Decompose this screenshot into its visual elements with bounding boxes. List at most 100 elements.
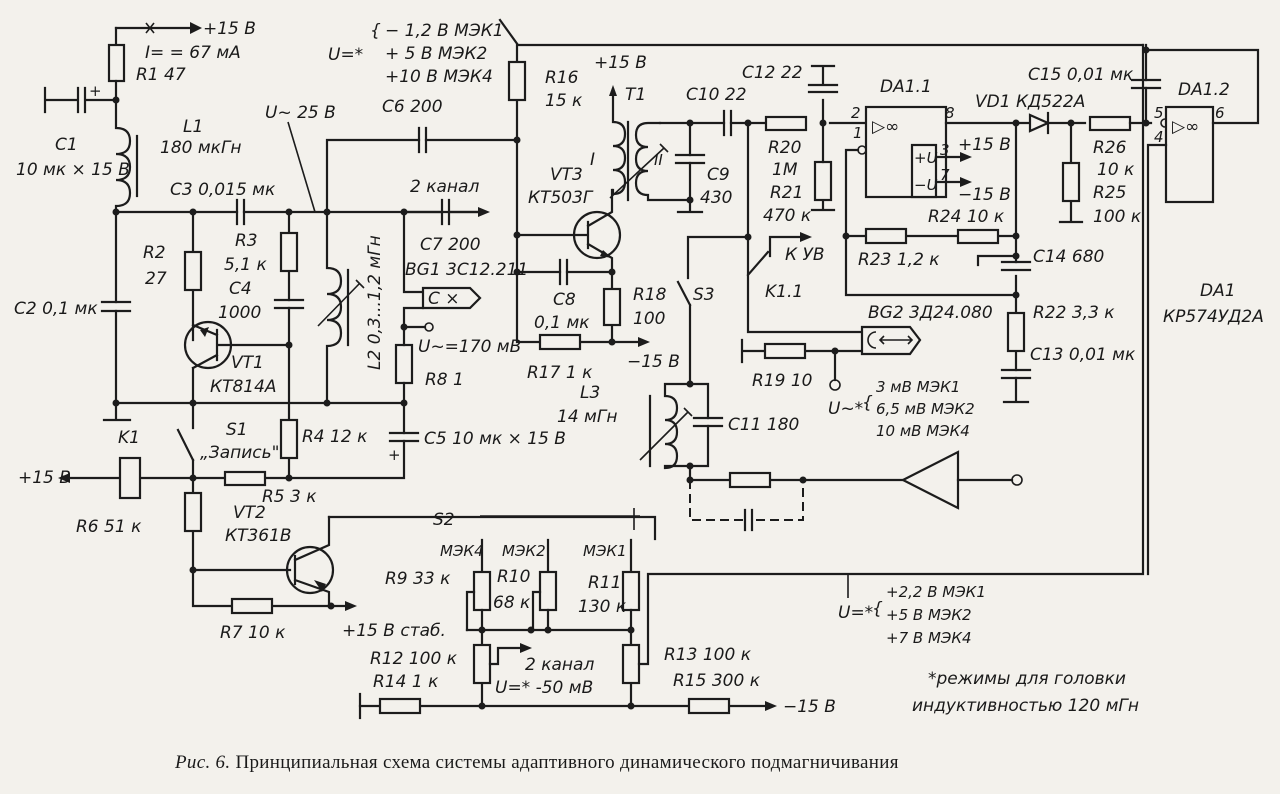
label-pin3: 3 <box>940 141 950 159</box>
label-c9-name: C9 <box>707 165 730 185</box>
svg-text:C ×: C × <box>428 289 460 309</box>
label-pin7: 7 <box>940 166 950 184</box>
resistor-r2 <box>183 250 203 292</box>
label-plus-u: +U <box>914 149 938 167</box>
label-bias-bottom-2: +7 В МЭК4 <box>886 629 972 647</box>
capacitor-c6 <box>417 126 428 154</box>
label-c1-value: 10 мк × 15 В <box>16 160 130 180</box>
capacitor-c11 <box>688 382 710 468</box>
label-r15: R15 300 к <box>673 671 761 691</box>
resistor-r15 <box>687 697 731 715</box>
capacitor-c1: + <box>43 82 118 114</box>
label-r18-value: 100 <box>633 309 665 329</box>
label-bias-bottom-0: +2,2 В МЭК1 <box>886 583 986 601</box>
label-bias-top-1: + 5 В МЭК2 <box>385 44 487 64</box>
label-u25: U~ 25 В <box>265 103 336 123</box>
label-r21-name: R21 <box>770 183 803 203</box>
label-l1-name: L1 <box>183 117 203 137</box>
label-vd1: VD1 КД522А <box>975 92 1085 112</box>
diode-vd1 <box>1015 111 1087 135</box>
label-r24: R24 10 к <box>928 207 1005 227</box>
potentiometer-r24 <box>956 228 1000 245</box>
label-opamp-symbol-1: ▷∞ <box>872 117 899 137</box>
brace-bottom: { <box>872 599 883 619</box>
label-l3-name: L3 <box>580 383 600 403</box>
label-l3-value: 14 мГн <box>557 407 617 427</box>
label-da1-2: DA1.2 <box>1178 80 1230 100</box>
label-r7: R7 10 к <box>220 623 286 643</box>
label-vt2-type: КТ361В <box>225 526 292 546</box>
resistor-r7 <box>230 597 274 615</box>
label-r6: R6 51 к <box>76 517 142 537</box>
inductor-l1 <box>114 98 139 214</box>
relay-coil-k1 <box>118 456 142 500</box>
resistor-r25 <box>1061 161 1081 203</box>
record-head-bg1: C × <box>421 286 482 310</box>
label-r2-value: 27 <box>145 269 167 289</box>
label-c3: C3 0,015 мк <box>170 180 276 200</box>
resistor-r6 <box>183 491 203 533</box>
label-plus15-top: +15 В <box>203 19 256 39</box>
label-r10-value: 68 к <box>493 593 531 613</box>
label-rec-1: 6,5 мВ МЭК2 <box>876 400 975 418</box>
label-plus15-t1: +15 В <box>594 53 647 73</box>
label-r26-name: R26 <box>1093 138 1127 158</box>
label-ch2-top: 2 канал <box>410 177 479 197</box>
label-r2-name: R2 <box>143 243 166 263</box>
label-r18-name: R18 <box>633 285 667 305</box>
label-s1-mode: „Запись" <box>200 443 279 463</box>
label-plus15-da: +15 В <box>958 135 1011 155</box>
label-pin2: 2 <box>851 104 861 122</box>
inductor-l2 <box>317 210 365 405</box>
svg-text:+: + <box>89 82 102 100</box>
label-s1-name: S1 <box>226 420 248 440</box>
label-pin5: 5 <box>1154 104 1164 122</box>
label-k1: K1 <box>118 428 140 448</box>
transistor-vt2 <box>285 515 335 608</box>
label-da1-1: DA1.1 <box>880 77 932 97</box>
transistor-vt1 <box>183 320 291 405</box>
label-minus15-mid: −15 В <box>627 352 680 372</box>
label-u170: U~=170 мВ <box>418 337 521 357</box>
label-r3-name: R3 <box>235 231 258 251</box>
label-pin4: 4 <box>1154 128 1164 146</box>
label-r26-value: 10 к <box>1097 160 1135 180</box>
label-r16-value: 15 к <box>545 91 583 111</box>
label-plus15-stab: +15 В стаб. <box>342 621 446 641</box>
resistor-r16 <box>507 60 527 102</box>
label-r20-value: 1М <box>772 160 798 180</box>
resistor-r23 <box>864 227 908 245</box>
label-note-1: индуктивностью 120 мГн <box>912 696 1139 716</box>
label-bias-bottom-symbol: U=* <box>838 603 873 623</box>
brace-rec: { <box>862 393 873 413</box>
label-c4-value: 1000 <box>218 303 261 323</box>
label-r21-value: 470 к <box>763 206 812 226</box>
label-mek2: МЭК2 <box>502 542 546 560</box>
brace-top: { <box>370 21 381 41</box>
capacitor-c13 <box>1000 368 1032 380</box>
label-minus-u: −U <box>914 176 938 194</box>
label-rec-symbol: U~* <box>828 399 863 419</box>
label-opamp-symbol-2: ▷∞ <box>1172 117 1199 137</box>
transformer-t1 <box>609 85 692 202</box>
label-r14: R14 1 к <box>373 672 439 692</box>
label-c12: C12 22 <box>742 63 803 83</box>
label-bias-top-symbol: U=* <box>328 45 363 65</box>
power-feed-top <box>114 22 202 47</box>
resistor-r14 <box>378 697 422 715</box>
capacitor-c12 <box>807 64 839 94</box>
label-u50: U=* -50 мВ <box>495 678 593 698</box>
capacitor-c5 <box>287 401 406 480</box>
capacitor-c14 <box>1000 260 1032 272</box>
label-r11-name: R11 <box>588 573 621 593</box>
label-c10: C10 22 <box>686 85 747 105</box>
svg-text:+: + <box>388 446 401 464</box>
capacitor-c10 <box>722 109 733 137</box>
label-r16-name: R16 <box>545 68 579 88</box>
figure-title: Принципиальная схема системы адаптивного… <box>235 752 899 773</box>
label-t1-primary: I <box>590 150 595 170</box>
label-r12: R12 100 к <box>370 649 458 669</box>
capacitor-c15 <box>1130 78 1162 90</box>
